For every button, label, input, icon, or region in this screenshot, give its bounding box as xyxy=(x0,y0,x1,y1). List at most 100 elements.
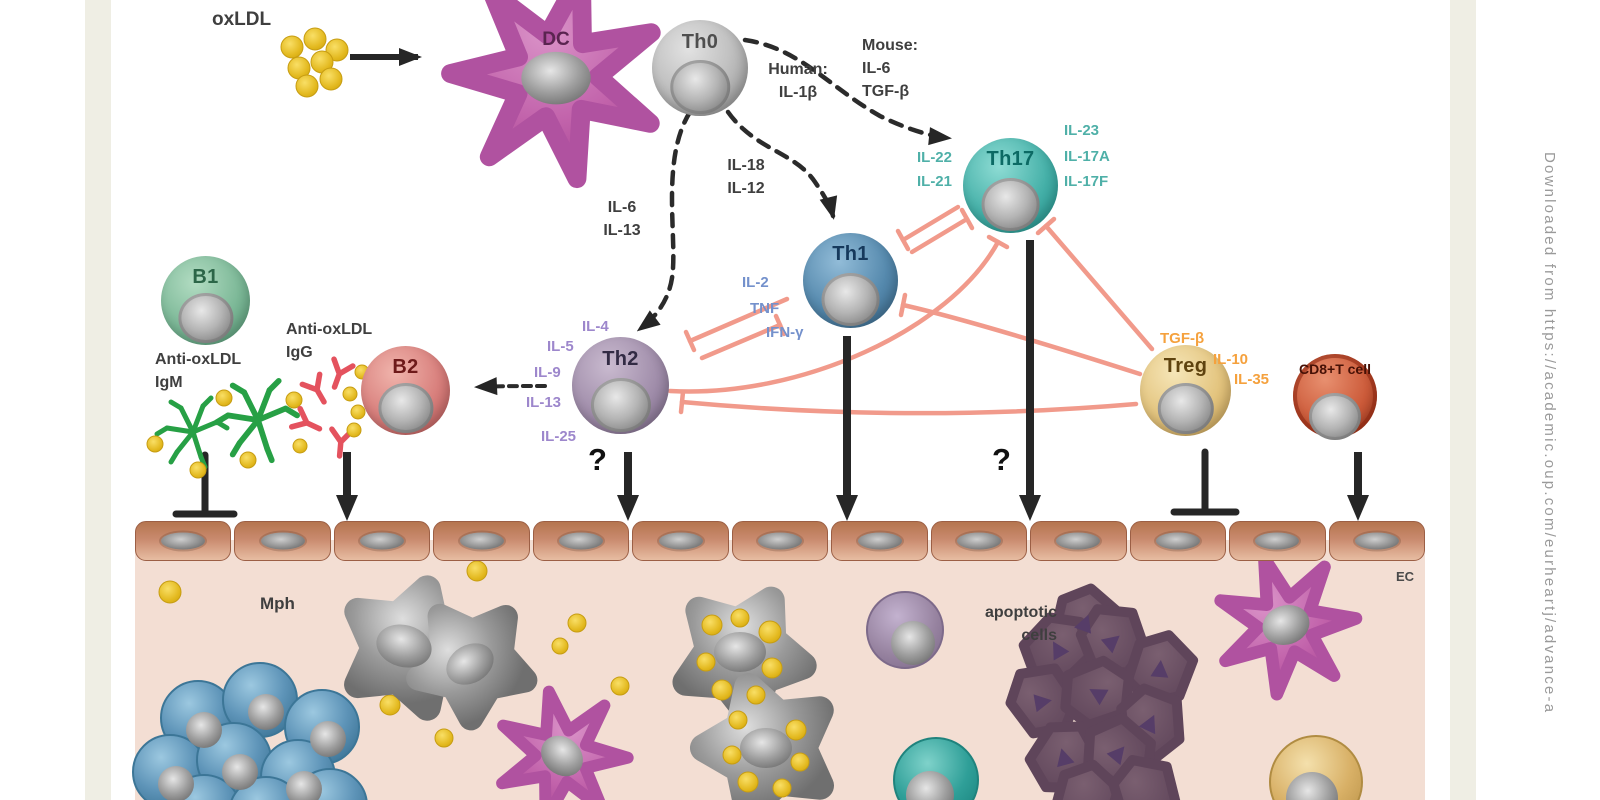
question-mark-th17: ? xyxy=(992,442,1011,477)
th1-cytokine-il2: IL-2 xyxy=(742,274,769,291)
igm-antibodies xyxy=(146,378,308,479)
treg-label: Treg xyxy=(1163,355,1208,377)
th2-cytokine-il25: IL-25 xyxy=(541,428,577,445)
ec-nucleus xyxy=(658,532,703,550)
b2-cell: B2 xyxy=(361,346,450,435)
th2-cytokine-il5: IL-5 xyxy=(547,338,574,355)
th17-label: Th17 xyxy=(986,148,1035,171)
apoptotic-cell xyxy=(866,591,944,669)
th0-to-th1-arrow xyxy=(725,109,838,220)
plaque-dendritic-cell-left xyxy=(496,685,634,800)
th2-label: Th2 xyxy=(602,347,639,370)
th0-label: Th0 xyxy=(681,30,719,53)
endothelial-cell xyxy=(333,521,431,561)
cd8-cell: CD8+T cell xyxy=(1293,354,1377,440)
dc-label: DC xyxy=(542,29,570,50)
treg-cytokine-tgfb: TGF-β xyxy=(1160,330,1205,347)
endothelial-cell xyxy=(632,521,729,561)
endothelial-cell xyxy=(731,521,829,561)
oxldl-particles xyxy=(280,27,349,98)
b1-nucleus xyxy=(177,293,234,344)
endothelial-cell xyxy=(1129,521,1227,561)
effector-inhibit-bars xyxy=(172,448,1240,518)
th2-cytokine-il9: IL-9 xyxy=(534,364,561,381)
th0-cell: Th0 xyxy=(652,20,748,116)
ec-nucleus xyxy=(1255,532,1300,550)
b2-label: B2 xyxy=(392,355,419,378)
th17-cell: Th17 xyxy=(963,138,1058,233)
treg-cytokine-il10: IL-10 xyxy=(1213,351,1249,368)
th1-cytokine-tnf: TNF xyxy=(750,300,780,317)
b2-nucleus xyxy=(377,383,434,434)
th2-cytokine-il4: IL-4 xyxy=(582,318,609,335)
apoptotic-cell-cluster xyxy=(1005,583,1199,800)
oxldl-label: oxLDL xyxy=(212,9,272,30)
endothelial-cell xyxy=(234,521,331,561)
treg-nucleus xyxy=(1157,383,1214,435)
th17-nucleus xyxy=(981,177,1040,232)
th0-to-th2-arrow xyxy=(636,109,693,332)
th0-to-th17-arrow xyxy=(742,37,952,146)
ec-nucleus xyxy=(758,532,803,550)
th1-cell: Th1 xyxy=(803,233,898,328)
plaque-tan-cell xyxy=(1269,735,1363,800)
endothelium-layer xyxy=(135,521,1426,561)
endothelial-cell xyxy=(831,521,928,561)
th1-label: Th1 xyxy=(832,243,869,266)
ec-nucleus xyxy=(360,532,405,550)
th2-cytokine-il13: IL-13 xyxy=(526,394,562,411)
page-margin-right xyxy=(1450,0,1476,800)
ec-nucleus xyxy=(1155,532,1200,550)
ec-nucleus xyxy=(260,532,305,550)
endothelial-cell xyxy=(1229,521,1326,561)
endothelial-cell xyxy=(930,521,1028,561)
igg-antibodies xyxy=(288,356,370,459)
th0-nucleus xyxy=(670,60,730,115)
th2-nucleus xyxy=(590,377,651,433)
mph-label: Mph xyxy=(260,594,295,613)
ec-label: EC xyxy=(1396,569,1415,584)
endothelial-cell xyxy=(1030,521,1127,561)
th2-cell: Th2 xyxy=(572,337,669,434)
ec-nucleus xyxy=(956,532,1001,550)
download-watermark: Downloaded from https://academic.oup.com… xyxy=(1541,152,1558,715)
ec-nucleus xyxy=(161,532,206,550)
endothelial-cell xyxy=(532,521,630,561)
plaque-teal-cell xyxy=(893,737,979,800)
inhibition-lines xyxy=(667,204,1155,416)
plaque-dendritic-cell-right xyxy=(1214,552,1363,701)
ec-nucleus xyxy=(559,532,604,550)
endothelial-cell xyxy=(135,521,232,561)
treg-cytokine-il35: IL-35 xyxy=(1234,371,1270,388)
question-mark-th2: ? xyxy=(588,442,607,477)
effector-arrows xyxy=(336,240,1369,521)
treg-cell: Treg xyxy=(1140,345,1231,436)
b1-cell: B1 xyxy=(161,256,250,345)
th1-cytokine-ifng: IFN-γ xyxy=(766,324,804,341)
page-margin-left xyxy=(85,0,111,800)
foam-cells xyxy=(672,586,835,800)
th2-to-b2-arrow xyxy=(474,377,547,396)
cd8-nucleus xyxy=(1308,392,1362,440)
ec-nucleus xyxy=(459,532,504,550)
th1-nucleus xyxy=(821,272,880,327)
blue-cell-cluster xyxy=(132,662,368,800)
human-route-label: Human:IL-1β xyxy=(768,61,828,102)
endothelial-cell xyxy=(433,521,530,561)
ec-nucleus xyxy=(1056,532,1101,550)
endothelial-cell xyxy=(1328,521,1426,561)
cd8-label: CD8+T cell xyxy=(1299,360,1371,377)
dc-cell xyxy=(441,0,661,189)
macrophage-cells xyxy=(344,575,538,731)
ec-nucleus xyxy=(857,532,902,550)
